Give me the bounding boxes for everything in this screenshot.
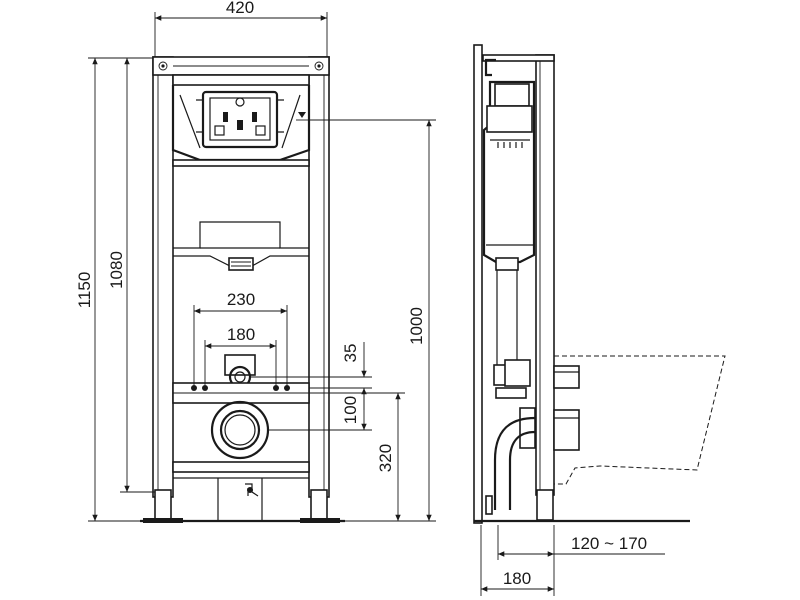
side-view: 120 ~ 170 180 [473,44,726,596]
dimension-bracket-spacing: 230 [193,290,288,385]
dimension-height-frame: 1080 [107,57,155,493]
toilet-bowl-outline [554,355,726,485]
dimension-outlet-height: 320 [309,392,405,522]
side-drain-bend [485,416,536,515]
dimension-depth-frame: 180 [480,525,555,596]
mid-rail [172,159,310,167]
flush-valve-housing [173,221,309,271]
dimension-label-180-front: 180 [227,325,255,344]
side-bowl-connectors [553,365,580,451]
dimension-label-180-side: 180 [503,569,531,588]
dimension-label-100: 100 [341,396,360,424]
lower-rail [172,461,310,520]
dimension-inlet-spacing: 180 [204,325,277,385]
dimension-label-120-170: 120 ~ 170 [571,534,647,553]
side-frame-upright [482,54,555,521]
wall-section [473,44,483,524]
dimension-outlet-offset: 100 [268,390,372,431]
dimension-label-35: 35 [341,344,360,363]
dimension-depth-range: 120 ~ 170 [497,525,665,560]
dimension-height-total: 1150 [75,57,153,522]
front-view: 420 1150 1080 230 180 [75,0,436,523]
dimension-label-420: 420 [226,0,254,17]
dimension-label-1080: 1080 [107,251,126,289]
frame-uprights [152,56,330,498]
bowl-bracket-rail [172,382,310,404]
dimension-label-1150: 1150 [75,272,94,309]
drain-outlet [210,400,270,460]
cistern-panel [171,85,311,162]
dimension-label-320: 320 [376,444,395,472]
side-flush-pipe [493,270,536,449]
dimension-label-1000: 1000 [407,307,426,345]
dimension-label-230: 230 [227,290,255,309]
dimension-cistern-height: 1000 [310,119,436,522]
top-rail [152,56,330,86]
side-cistern-tank [482,80,536,271]
dimension-width-top: 420 [154,0,328,57]
